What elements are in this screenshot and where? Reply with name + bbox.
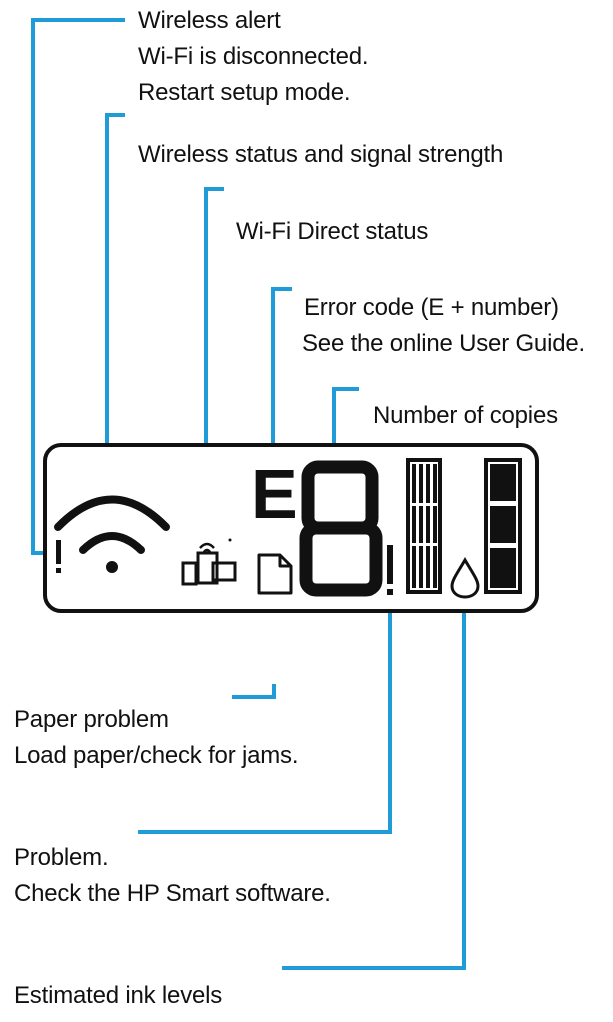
wifi-direct-callout: Wi-Fi Direct status: [236, 214, 428, 250]
leader-line-problem: [138, 613, 392, 834]
copies-digit: [299, 460, 383, 597]
leader-line-wifi-direct: [204, 187, 224, 555]
error-code-callout: Error code (E + number) See the online U…: [302, 290, 585, 362]
ink-levels-title: Estimated ink levels: [14, 982, 223, 1009]
copies-title: Number of copies: [373, 402, 558, 429]
wireless-alert-exclamation-icon: [56, 540, 61, 573]
wireless-alert-callout: Wireless alert Wi-Fi is disconnected. Re…: [138, 3, 369, 111]
ink-levels-callout: Estimated ink levels: [14, 978, 222, 1014]
wifi-direct-title: Wi-Fi Direct status: [236, 218, 429, 245]
problem-title: Problem.: [14, 844, 109, 871]
leader-line-ink: [282, 613, 466, 970]
leader-line-wireless-status: [105, 113, 125, 490]
paper-icon: [257, 553, 293, 595]
leader-line-error-code: [271, 287, 292, 447]
color-ink-level-bar: [406, 458, 442, 594]
paper-problem-title: Paper problem: [14, 706, 169, 733]
wireless-alert-line1: Wi-Fi is disconnected.: [138, 43, 369, 70]
error-code-letter: E: [251, 455, 298, 533]
ink-drop-icon: [450, 557, 480, 599]
paper-problem-callout: Paper problem Load paper/check for jams.: [14, 702, 298, 774]
error-code-line1: See the online User Guide.: [302, 330, 585, 357]
leader-line-copies: [332, 387, 359, 447]
wireless-alert-title: Wireless alert: [138, 7, 281, 34]
leader-line-wireless-alert: [31, 18, 125, 555]
error-code-title: Error code (E + number): [304, 294, 559, 321]
wireless-alert-line2: Restart setup mode.: [138, 79, 351, 106]
paper-problem-line1: Load paper/check for jams.: [14, 742, 299, 769]
problem-callout: Problem. Check the HP Smart software.: [14, 840, 331, 912]
copies-callout: Number of copies: [373, 398, 558, 434]
wireless-status-title: Wireless status and signal strength: [138, 141, 504, 168]
leader-lines: [31, 18, 466, 970]
problem-exclamation-icon: [387, 545, 393, 595]
problem-line1: Check the HP Smart software.: [14, 880, 331, 907]
wifi-signal-icon: [54, 495, 170, 573]
black-ink-level-bar: [484, 458, 522, 594]
leader-line-paper: [232, 684, 276, 699]
wifi-direct-icon: [181, 538, 237, 586]
wireless-status-callout: Wireless status and signal strength: [138, 137, 503, 173]
